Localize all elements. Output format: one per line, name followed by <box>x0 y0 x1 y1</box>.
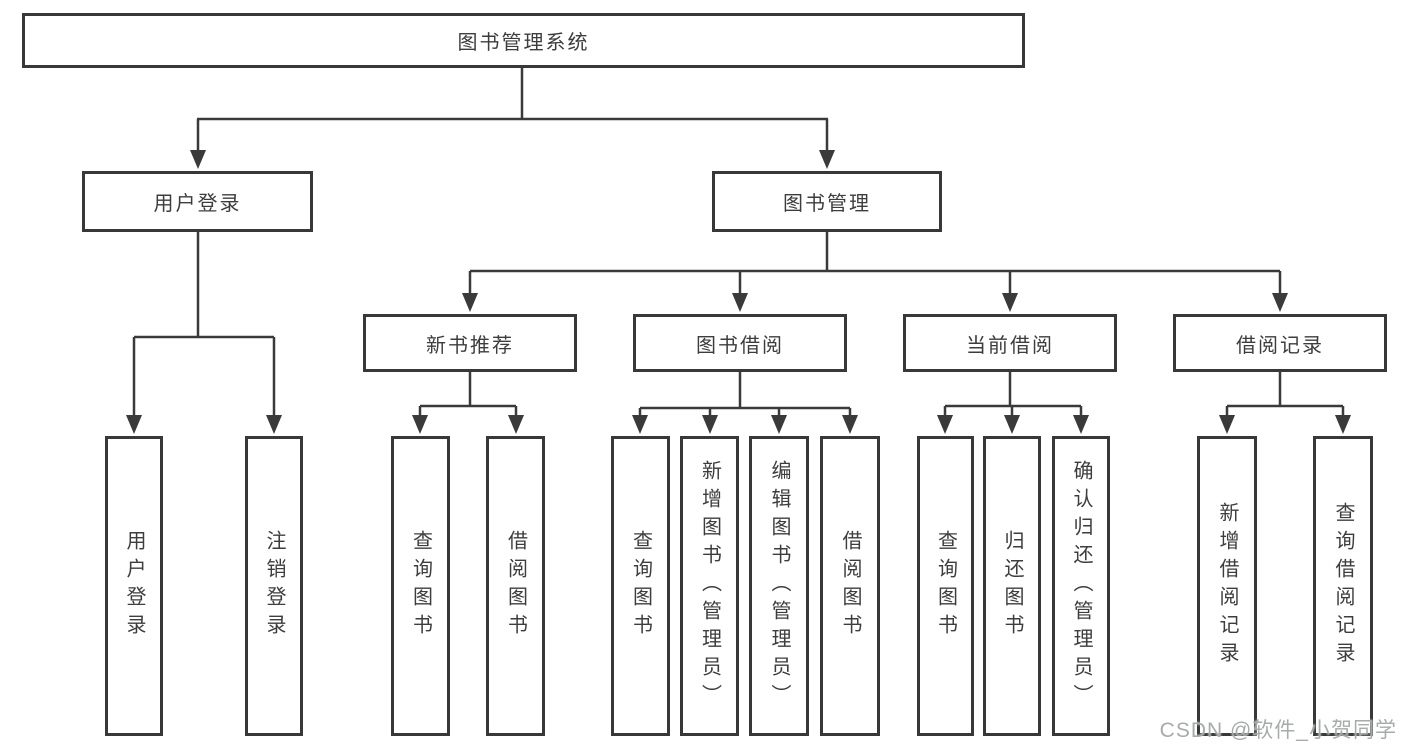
leaf-query-books-current-label: 查询图书 <box>934 530 957 642</box>
node-root-label: 图书管理系统 <box>457 32 590 54</box>
leaf-query-books-borrow-label: 查询图书 <box>629 530 652 642</box>
node-user-login: 用户登录 <box>82 171 313 232</box>
node-borrow-records: 借阅记录 <box>1173 314 1387 372</box>
node-borrow-records-label: 借阅记录 <box>1236 334 1324 357</box>
node-book-borrow-label: 图书借阅 <box>696 334 784 357</box>
leaf-query-books-current: 查询图书 <box>917 436 974 736</box>
node-book-borrow: 图书借阅 <box>633 314 847 372</box>
connector-current-to-leaves <box>943 372 1083 417</box>
leaf-edit-books-admin: 编辑图书（管理员） <box>749 436 809 736</box>
leaf-borrow-books-borrow: 借阅图书 <box>820 436 880 736</box>
leaf-user-login-label: 用户登录 <box>123 530 145 642</box>
leaf-borrow-books-borrow-label: 借阅图书 <box>839 530 861 642</box>
leaf-user-login: 用户登录 <box>105 436 163 736</box>
leaf-borrow-books-recommend: 借阅图书 <box>486 436 545 736</box>
leaf-return-books: 归还图书 <box>983 436 1041 736</box>
leaf-add-borrow-record-label: 新增借阅记录 <box>1216 502 1238 670</box>
connector-bookmgmt-to-level3 <box>468 232 1282 294</box>
leaf-edit-books-admin-label: 编辑图书（管理员） <box>768 460 790 712</box>
leaf-query-books-borrow: 查询图书 <box>611 436 670 736</box>
leaf-logout-login: 注销登录 <box>245 436 303 736</box>
watermark: CSDN @软件_小贺同学 <box>1159 719 1397 742</box>
node-root: 图书管理系统 <box>22 13 1025 68</box>
arrowheads <box>126 150 1351 434</box>
leaf-add-books-admin-label: 新增图书（管理员） <box>698 460 721 712</box>
node-book-management: 图书管理 <box>712 171 942 232</box>
node-book-management-label: 图书管理 <box>783 193 871 215</box>
leaf-confirm-return-admin: 确认归还（管理员） <box>1052 436 1110 736</box>
connector-recommend-to-leaves <box>418 372 518 417</box>
node-current-borrow-label: 当前借阅 <box>966 334 1054 357</box>
node-new-book-recommend: 新书推荐 <box>363 314 577 372</box>
leaf-add-borrow-record: 新增借阅记录 <box>1197 436 1257 736</box>
node-current-borrow: 当前借阅 <box>903 314 1117 372</box>
connector-userlogin-to-leaves <box>132 232 276 417</box>
leaf-query-borrow-record-label: 查询借阅记录 <box>1332 502 1354 670</box>
node-user-login-label: 用户登录 <box>153 193 242 215</box>
leaf-query-books-recommend-label: 查询图书 <box>409 530 432 642</box>
leaf-query-books-recommend: 查询图书 <box>391 436 450 736</box>
leaf-borrow-books-recommend-label: 借阅图书 <box>504 530 527 642</box>
node-new-book-recommend-label: 新书推荐 <box>426 334 514 357</box>
leaf-confirm-return-admin-label: 确认归还（管理员） <box>1070 460 1092 712</box>
leaf-add-books-admin: 新增图书（管理员） <box>680 436 739 736</box>
leaf-query-borrow-record: 查询借阅记录 <box>1313 436 1373 736</box>
connector-root-to-level2 <box>196 67 829 151</box>
connector-borrow-to-leaves <box>638 372 852 417</box>
leaf-logout-login-label: 注销登录 <box>263 530 285 642</box>
connector-records-to-leaves <box>1225 372 1345 417</box>
leaf-return-books-label: 归还图书 <box>1001 530 1023 642</box>
